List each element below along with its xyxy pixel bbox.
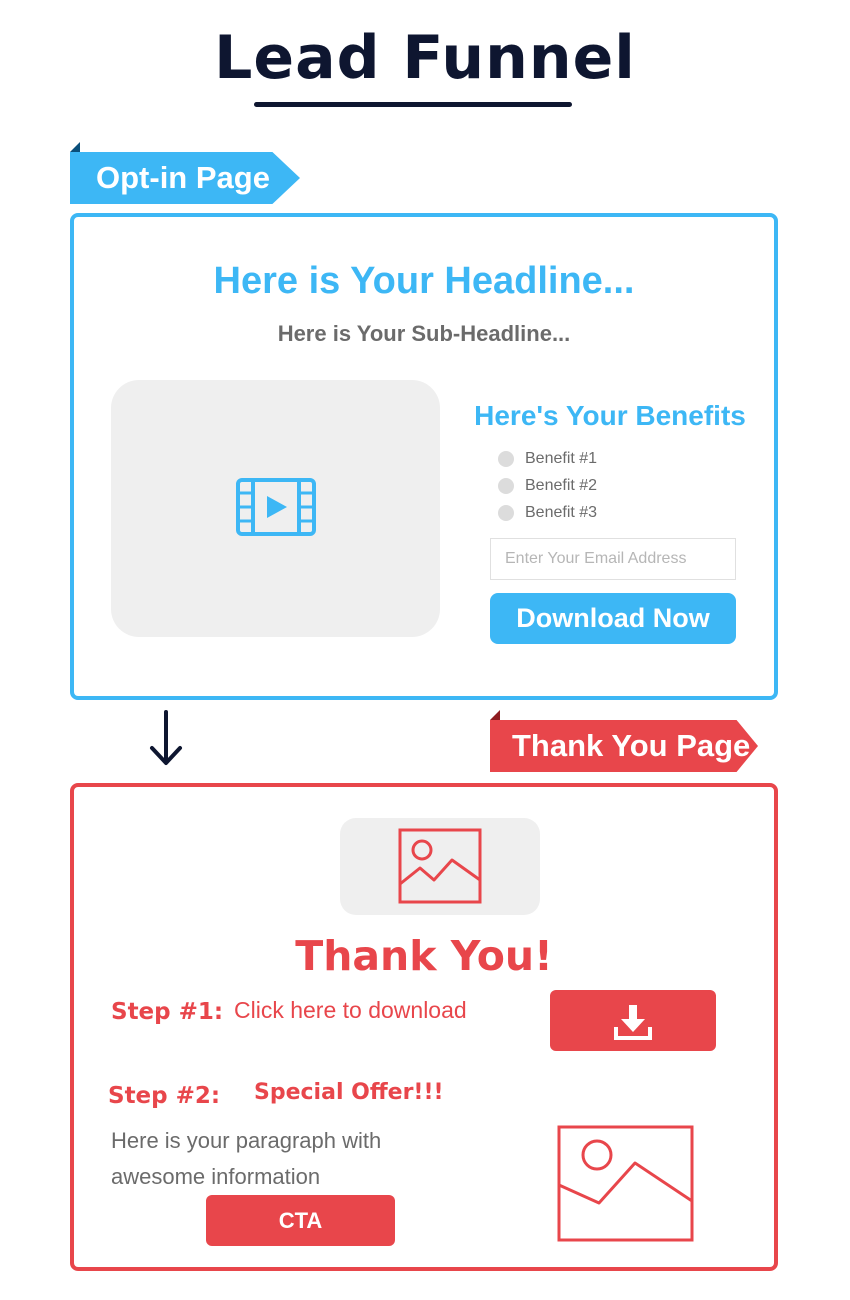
download-icon bbox=[612, 1003, 654, 1046]
bullet-icon bbox=[498, 505, 514, 521]
optin-page-tag: Opt-in Page bbox=[70, 152, 300, 204]
benefit-label: Benefit #2 bbox=[525, 477, 598, 494]
thankyou-tag-fold bbox=[490, 710, 500, 720]
image-placeholder-icon bbox=[398, 828, 482, 909]
thankyou-page-tag: Thank You Page bbox=[490, 720, 758, 772]
thankyou-page-panel bbox=[70, 783, 778, 1271]
optin-tag-fold bbox=[70, 142, 80, 152]
step1-download-link[interactable]: Click here to download bbox=[234, 997, 467, 1023]
optin-subheadline: Here is Your Sub-Headline... bbox=[277, 321, 571, 346]
special-offer-heading: Special Offer!!! bbox=[254, 1080, 444, 1105]
step1-label: Step #1: bbox=[111, 999, 224, 1025]
cta-button[interactable]: CTA bbox=[206, 1195, 395, 1246]
benefits-title: Here's Your Benefits bbox=[474, 400, 746, 431]
optin-page-panel bbox=[70, 213, 778, 700]
offer-image-icon bbox=[557, 1125, 694, 1247]
page-title: Lead Funnel bbox=[214, 23, 636, 93]
image-placeholder bbox=[340, 818, 540, 915]
benefit-label: Benefit #3 bbox=[525, 504, 598, 521]
email-field[interactable] bbox=[490, 538, 736, 580]
benefit-label: Benefit #1 bbox=[525, 450, 598, 467]
title-underline bbox=[254, 102, 572, 107]
optin-headline: Here is Your Headline... bbox=[213, 260, 635, 302]
thank-you-heading: Thank You! bbox=[295, 932, 553, 980]
bullet-icon bbox=[498, 478, 514, 494]
video-play-icon bbox=[236, 478, 316, 541]
download-now-button[interactable]: Download Now bbox=[490, 593, 736, 644]
bullet-icon bbox=[498, 451, 514, 467]
arrow-down-icon bbox=[148, 710, 184, 773]
step2-label: Step #2: bbox=[108, 1083, 221, 1109]
offer-paragraph: Here is your paragraph with awesome info… bbox=[111, 1128, 382, 1189]
